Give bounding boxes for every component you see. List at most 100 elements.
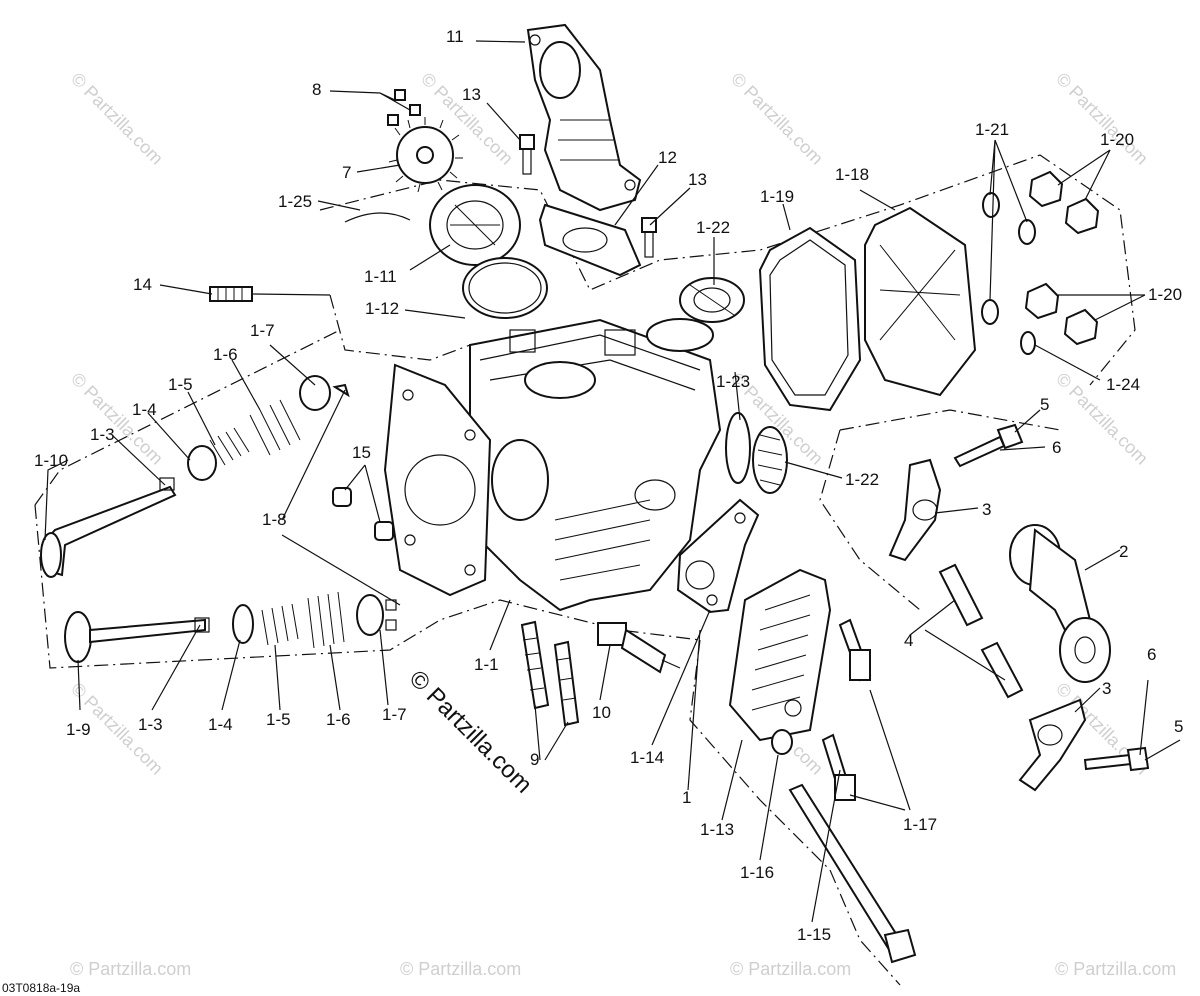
callout-1: 1 (682, 788, 691, 807)
callout-1-1: 1-1 (474, 655, 499, 674)
callout-7: 7 (342, 163, 351, 182)
rocker-pins (938, 563, 1024, 699)
intake-group-boundary (329, 294, 471, 361)
watermark: © Partzilla.com (400, 959, 521, 979)
watermark: © Partzilla.com (727, 69, 827, 169)
bolts-1-17 (821, 618, 872, 801)
intake-gasket (538, 203, 642, 277)
head-gasket (383, 363, 492, 597)
cover-nuts (1024, 170, 1100, 346)
callout-2: 2 (1119, 542, 1128, 561)
plug-lower (752, 426, 788, 494)
callout-1-8: 1-8 (262, 510, 287, 529)
callout-13: 13 (462, 85, 481, 104)
callout-6: 6 (1052, 438, 1061, 457)
side-cover (728, 568, 832, 742)
bolt-6-lower (1083, 746, 1150, 772)
camshaft (1009, 524, 1111, 683)
callout-1-22: 1-22 (696, 218, 730, 237)
bolt-13-upper (519, 134, 535, 175)
callout-1-17: 1-17 (903, 815, 937, 834)
dowel-pins (332, 487, 394, 541)
watermark: © Partzilla.com (70, 959, 191, 979)
partzilla-watermark: © Partzilla.com (404, 665, 537, 798)
callout-1-19: 1-19 (760, 187, 794, 206)
watermark: © Partzilla.com (1052, 69, 1152, 169)
callout-3: 3 (1102, 679, 1111, 698)
callout-11: 11 (446, 27, 464, 46)
callout-1-4: 1-4 (208, 715, 233, 734)
camshaft-group-boundary (819, 409, 1061, 611)
callout-1-4: 1-4 (132, 400, 157, 419)
callout-1-23: 1-23 (716, 372, 750, 391)
rocker-arm-lower (1018, 698, 1087, 792)
callout-1-18: 1-18 (835, 165, 869, 184)
callout-1-16: 1-16 (740, 863, 774, 882)
head-cover-group-boundary (319, 154, 1136, 386)
valve-group-boundary-top (34, 329, 341, 506)
bolt-6-upper (953, 423, 1024, 468)
watermark: © Partzilla.com (1055, 959, 1176, 979)
washer-1-24 (1020, 331, 1036, 355)
callout-1-11: 1-11 (364, 267, 397, 286)
callout-5: 5 (1174, 717, 1183, 736)
nut-1-16 (771, 729, 793, 755)
callout-6: 6 (1147, 645, 1156, 664)
callout-12: 12 (658, 148, 677, 167)
callout-1-9: 1-9 (66, 720, 91, 739)
o-ring-1-12 (462, 257, 548, 319)
watermark: © Partzilla.com (730, 959, 851, 979)
head-cover (864, 206, 977, 397)
callout-8: 8 (312, 80, 321, 99)
seal-1-23-upper (646, 318, 714, 352)
spark-plug (597, 622, 681, 674)
callout-5: 5 (1040, 395, 1049, 414)
gasket-1-14 (676, 498, 760, 614)
callout-1-25: 1-25 (278, 192, 312, 211)
rocker-arm-upper (888, 458, 942, 562)
watermark: © Partzilla.com (67, 69, 167, 169)
callout-1-22: 1-22 (845, 470, 879, 489)
callout-1-3: 1-3 (138, 715, 163, 734)
lower-group-boundary (689, 639, 901, 986)
callout-1-5: 1-5 (168, 375, 193, 394)
callout-1-12: 1-12 (365, 299, 399, 318)
callout-10: 10 (592, 703, 611, 722)
callout-1-7: 1-7 (250, 321, 275, 340)
callout-9: 9 (530, 750, 539, 769)
long-bolt-1-15 (788, 783, 917, 964)
callout-15: 15 (352, 443, 371, 462)
callout-1-20: 1-20 (1100, 130, 1134, 149)
callout-1-10: 1-10 (34, 451, 68, 470)
callout-1-15: 1-15 (797, 925, 831, 944)
diagram-code: 03T0818a-19a (2, 981, 80, 995)
sprocket-bolts (387, 89, 421, 126)
callout-1-14: 1-14 (630, 748, 664, 767)
callout-1-24: 1-24 (1106, 375, 1140, 394)
exhaust-valve-assembly (64, 591, 397, 663)
callout-labels: 11 8 13 7 12 13 1-25 1-11 1-12 14 1-7 1-… (34, 27, 1183, 944)
callout-1-6: 1-6 (213, 345, 238, 364)
intake-valve-assembly (40, 375, 350, 578)
callout-1-5: 1-5 (266, 710, 291, 729)
callout-14: 14 (133, 275, 152, 294)
cylinder-head (469, 318, 722, 612)
callout-13: 13 (688, 170, 707, 189)
plug-upper (679, 277, 745, 323)
sensor-14 (209, 286, 253, 302)
cover-gasket (758, 226, 862, 412)
callout-1-20: 1-20 (1148, 285, 1182, 304)
intake-manifold (526, 23, 642, 212)
breather-plate (429, 184, 521, 266)
clip-1-25 (344, 212, 411, 223)
bolt-13-lower (641, 217, 657, 258)
leader-lines (44, 40, 1181, 923)
valve-group-boundary-bottom (34, 504, 701, 669)
studs-9 (520, 620, 580, 727)
callout-1-3: 1-3 (90, 425, 115, 444)
callout-1-7: 1-7 (382, 705, 407, 724)
callout-3: 3 (982, 500, 991, 519)
callout-1-13: 1-13 (700, 820, 734, 839)
callout-4: 4 (904, 631, 913, 650)
